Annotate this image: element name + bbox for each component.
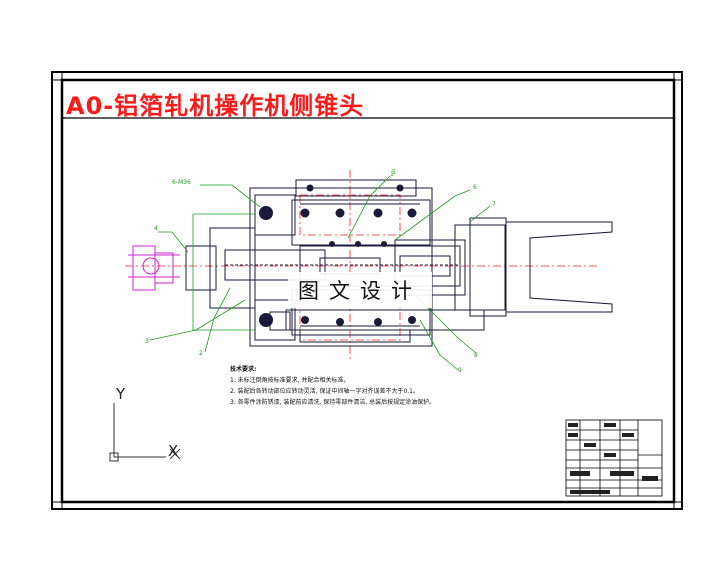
technical-notes: 技术要求: 1. 未标注倒角按标准要求, 并配合相关标准。 2. 装配后各转动部… xyxy=(230,364,435,408)
notes-item-3: 3. 各零件涂防锈漆, 装配前应清洗, 保持零部件清洁, 总装后按规定涂油保护。 xyxy=(230,399,436,406)
axis-y-label: Y xyxy=(116,385,126,403)
drawing-title: A0-铝箔轧机操作机侧锥头 xyxy=(66,92,365,120)
notes-item-1: 1. 未标注倒角按标准要求, 并配合相关标准。 xyxy=(230,377,350,384)
title-block xyxy=(565,419,663,497)
inner-border xyxy=(60,78,676,504)
callout-2: 2 xyxy=(199,350,203,357)
callout-3: 3 xyxy=(145,338,149,345)
watermark-label: 图文设计 xyxy=(288,272,432,308)
title-block-fill xyxy=(568,423,658,494)
callout-7: 7 xyxy=(492,201,496,208)
bolt-heads xyxy=(259,184,417,327)
axis-x-label: X xyxy=(168,442,179,460)
notes-item-2: 2. 装配后各转动部位应转动灵活, 保证中间轴一字对齐误差不大于0.1。 xyxy=(230,388,419,395)
callout-9: 9 xyxy=(458,367,462,374)
notes-heading: 技术要求: xyxy=(230,366,257,373)
ucs-axis-icon xyxy=(109,403,181,462)
coupling-head xyxy=(128,245,180,291)
callout-5: 5 xyxy=(392,169,396,176)
outer-border xyxy=(51,71,683,510)
callout-thread: 6-M36 xyxy=(172,179,191,186)
machine-body xyxy=(185,179,613,347)
corner-marks xyxy=(52,72,682,509)
callout-8: 8 xyxy=(474,352,478,359)
callout-4: 4 xyxy=(154,225,158,232)
callout-1: 1 xyxy=(390,171,394,178)
callout-6: 6 xyxy=(473,184,477,191)
